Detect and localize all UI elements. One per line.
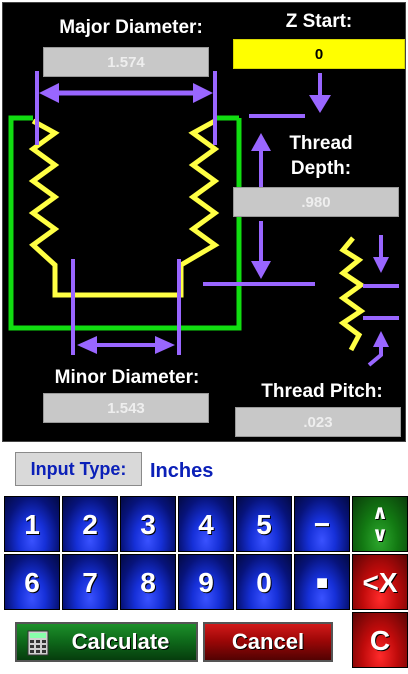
thread-pitch-label: Thread Pitch: <box>261 381 383 402</box>
thread-diagram-panel: Major Diameter: 1.574 Z Start: 0 Thread … <box>2 2 406 442</box>
thread-depth-label-line2: Depth: <box>290 158 352 179</box>
key-9[interactable]: 9 <box>178 554 234 610</box>
input-type-button[interactable]: Input Type: <box>15 452 142 486</box>
key-3[interactable]: 3 <box>120 496 176 552</box>
calculate-label: Calculate <box>71 629 170 654</box>
key-8[interactable]: 8 <box>120 554 176 610</box>
backspace-button[interactable]: <X <box>352 554 408 610</box>
chevron-up-icon: ∧ <box>371 502 389 524</box>
right-thread <box>179 118 220 268</box>
calculate-button[interactable]: Calculate <box>15 622 198 662</box>
key-6[interactable]: 6 <box>4 554 60 610</box>
minor-diameter-label: Minor Diameter: <box>54 367 200 388</box>
cancel-button[interactable]: Cancel <box>203 622 333 662</box>
major-diameter-field[interactable]: 1.574 <box>43 47 209 77</box>
key-7[interactable]: 7 <box>62 554 118 610</box>
thread-depth-field[interactable]: .980 <box>233 187 399 217</box>
z-start-field[interactable]: 0 <box>233 39 405 69</box>
calculator-icon <box>27 630 49 656</box>
thread-diagram <box>8 71 399 367</box>
key-4[interactable]: 4 <box>178 496 234 552</box>
minor-diameter-field[interactable]: 1.543 <box>43 393 209 423</box>
chevron-down-icon: ∨ <box>371 524 389 546</box>
z-start-label: Z Start: <box>285 11 353 32</box>
key-2[interactable]: 2 <box>62 496 118 552</box>
key-minus[interactable]: − <box>294 496 350 552</box>
pitch-thread <box>338 236 366 352</box>
key-1[interactable]: 1 <box>4 496 60 552</box>
key-5[interactable]: 5 <box>236 496 292 552</box>
input-type-row: Input Type: Inches <box>0 450 408 490</box>
thread-depth-label-line1: Thread <box>289 133 353 154</box>
thread-pitch-field[interactable]: .023 <box>235 407 401 437</box>
input-type-value: Inches <box>150 460 214 482</box>
key-0[interactable]: 0 <box>236 554 292 610</box>
major-diameter-label: Major Diameter: <box>59 17 203 38</box>
key-decimal-point[interactable]: ■ <box>294 554 350 610</box>
up-down-arrows-button[interactable]: ∧ ∨ <box>352 496 408 552</box>
clear-button[interactable]: C <box>352 612 408 668</box>
part-outline <box>8 115 242 331</box>
left-thread <box>28 118 184 298</box>
